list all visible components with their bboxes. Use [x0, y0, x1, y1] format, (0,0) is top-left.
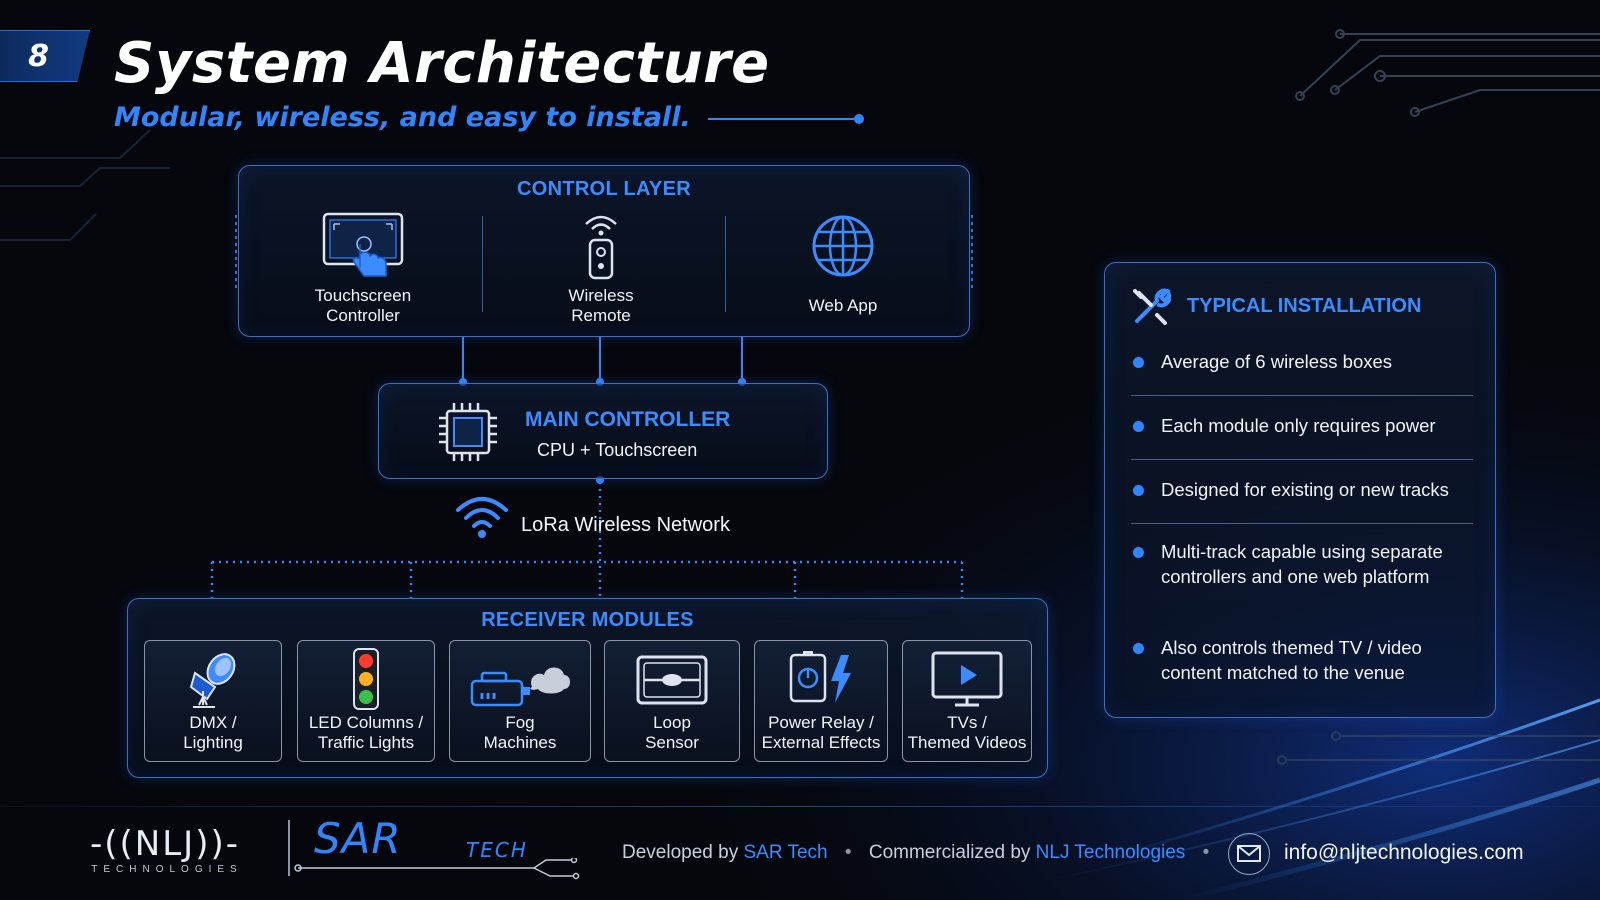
- main-controller-panel: MAIN CONTROLLER CPU + Touchscreen: [378, 383, 828, 479]
- nlj-logo: -((NLJ))- TECHNOLOGIES: [52, 818, 278, 878]
- list-item: Designed for existing or new tracks: [1131, 477, 1473, 502]
- developer-name: SAR Tech: [743, 842, 828, 863]
- network-label: LoRa Wireless Network: [521, 514, 730, 536]
- module-power-relay: Power Relay / External Effects: [754, 640, 888, 762]
- page-subtitle: Modular, wireless, and easy to install.: [114, 102, 691, 133]
- divider: [725, 216, 726, 312]
- list-item: Average of 6 wireless boxes: [1131, 349, 1473, 374]
- bullet-dot: [1133, 421, 1144, 432]
- control-layer-heading: CONTROL LAYER: [517, 178, 691, 200]
- developed-by-prefix: Developed by: [622, 842, 739, 863]
- bullet-dot: [1133, 357, 1144, 368]
- commercialized-by-prefix: Commercialized by: [868, 842, 1031, 863]
- loop-sensor-icon: [636, 655, 708, 705]
- module-label: Fog Machines: [483, 713, 557, 752]
- module-label: LED Columns / Traffic Lights: [308, 713, 424, 752]
- list-item: Also controls themed TV / video content …: [1131, 635, 1473, 685]
- module-label: DMX / Lighting: [183, 713, 243, 752]
- control-layer-panel: CONTROL LAYER Touchscreen Controller Wir…: [238, 165, 970, 337]
- footer-divider: [0, 806, 1600, 807]
- module-label: TVs / Themed Videos: [907, 713, 1027, 752]
- main-controller-heading: MAIN CONTROLLER: [525, 408, 731, 431]
- control-item-wireless-remote: Wireless Remote: [483, 206, 719, 326]
- tools-icon: [1133, 288, 1171, 325]
- page-title: System Architecture: [114, 31, 770, 96]
- contact-email[interactable]: info@nljtechnologies.com: [1284, 841, 1524, 864]
- list-item-text: Average of 6 wireless boxes: [1161, 351, 1393, 372]
- mail-icon: [1228, 833, 1270, 875]
- control-item-label: Touchscreen Controller: [314, 286, 412, 325]
- divider: [1131, 459, 1473, 460]
- globe-icon: [812, 215, 874, 277]
- sar-logo-text: SAR: [314, 814, 402, 863]
- footer-credits: Developed by SAR Tech • Commercialized b…: [622, 842, 1221, 864]
- bullet-dot: [1133, 643, 1144, 654]
- control-item-web-app: Web App: [725, 206, 961, 326]
- module-fog-machines: Fog Machines: [449, 640, 591, 762]
- divider: [1131, 523, 1473, 524]
- slide-number-badge: 8: [0, 30, 90, 82]
- module-dmx-lighting: DMX / Lighting: [144, 640, 282, 762]
- envelope-icon: [1237, 845, 1261, 862]
- list-item-text: Also controls themed TV / video content …: [1161, 637, 1422, 683]
- module-label: Loop Sensor: [645, 713, 699, 752]
- nlj-logo-text: -((NLJ))-: [90, 824, 240, 864]
- remote-icon: [585, 215, 617, 280]
- traffic-light-icon: [353, 648, 379, 710]
- power-relay-icon: [789, 651, 851, 703]
- footer-separator: •: [1202, 842, 1210, 863]
- module-led-columns: LED Columns / Traffic Lights: [297, 640, 435, 762]
- module-loop-sensor: Loop Sensor: [604, 640, 740, 762]
- commercializer-name: NLJ Technologies: [1035, 842, 1186, 863]
- fog-machine-icon: [470, 667, 570, 707]
- touchscreen-icon: [322, 212, 404, 277]
- module-label: Power Relay / External Effects: [761, 713, 881, 752]
- sar-logo-circuit: [294, 858, 580, 880]
- typical-installation-panel: TYPICAL INSTALLATION Average of 6 wirele…: [1104, 262, 1496, 718]
- nlj-logo-subtext: TECHNOLOGIES: [91, 864, 243, 875]
- divider: [482, 216, 483, 312]
- tv-play-icon: [931, 651, 1003, 707]
- list-item: Each module only requires power: [1131, 413, 1473, 438]
- cpu-chip-icon: [439, 403, 497, 461]
- divider: [1131, 395, 1473, 396]
- list-item-text: Multi-track capable using separate contr…: [1161, 541, 1443, 587]
- receiver-modules-heading: RECEIVER MODULES: [481, 609, 694, 631]
- bullet-dot: [1133, 547, 1144, 558]
- list-item-text: Each module only requires power: [1161, 415, 1436, 436]
- control-item-label: Web App: [808, 296, 878, 315]
- logo-divider: [288, 820, 290, 876]
- spotlight-icon: [189, 653, 236, 708]
- list-item-text: Designed for existing or new tracks: [1161, 479, 1449, 500]
- control-item-label: Wireless Remote: [568, 286, 634, 325]
- sar-logo-subtext: TECH: [466, 838, 528, 862]
- list-item: Multi-track capable using separate contr…: [1131, 539, 1473, 589]
- main-controller-subtitle: CPU + Touchscreen: [537, 440, 698, 460]
- typical-installation-heading: TYPICAL INSTALLATION: [1187, 295, 1422, 317]
- footer-separator: •: [844, 842, 852, 863]
- module-tvs: TVs / Themed Videos: [902, 640, 1032, 762]
- wifi-icon: [456, 497, 508, 538]
- bullet-dot: [1133, 485, 1144, 496]
- control-item-touchscreen: Touchscreen Controller: [245, 206, 481, 326]
